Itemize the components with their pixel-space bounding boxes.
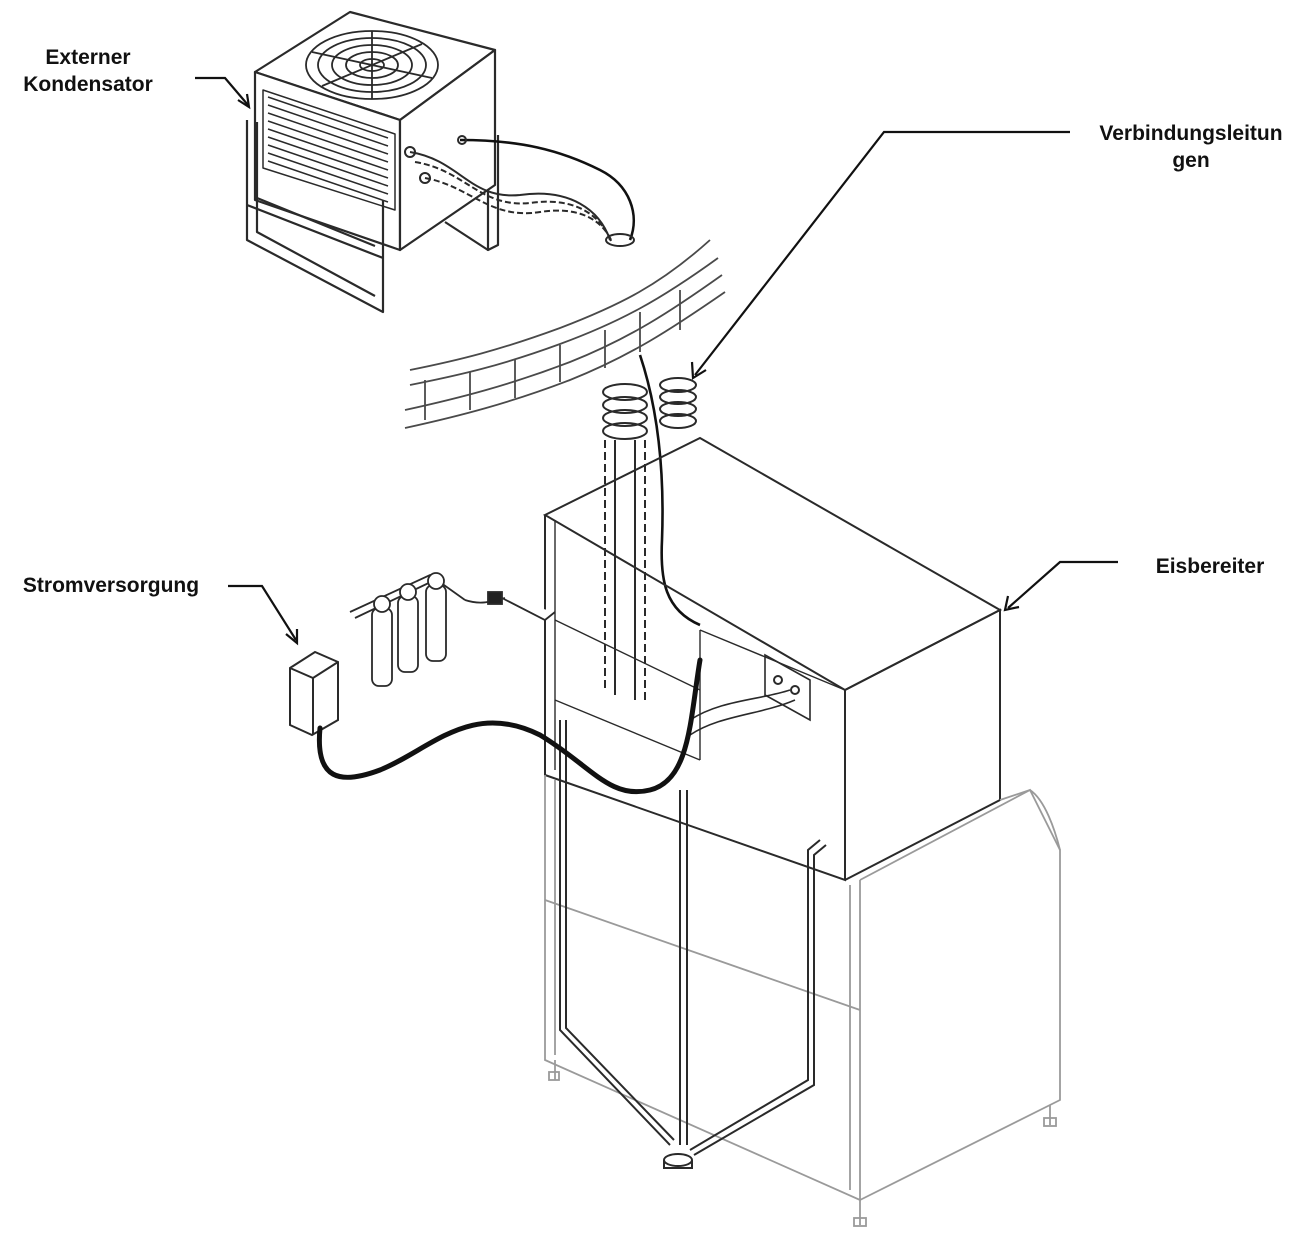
power-cable — [316, 657, 703, 795]
label-ice-maker: Eisbereiter — [1155, 555, 1265, 578]
water-filters — [349, 572, 556, 687]
roof-structure — [404, 239, 726, 429]
label-connection-lines: Verbindungsleitun gen — [1086, 120, 1296, 174]
condenser-refrigerant-lines — [404, 135, 635, 247]
external-condenser — [245, 10, 500, 314]
label-connection-lines-line2: gen — [1172, 149, 1210, 172]
label-connection-lines-line1: Verbindungsleitun — [1099, 122, 1283, 145]
leader-arrows — [195, 76, 1118, 646]
power-supply-box — [289, 650, 339, 737]
label-external-condenser-line2: Kondensator — [23, 73, 153, 96]
fan-guard — [305, 30, 439, 100]
drain-lines — [559, 720, 827, 1169]
label-external-condenser-line1: Externer — [45, 46, 131, 69]
condenser-louvres — [262, 89, 396, 211]
label-external-condenser: Externer Kondensator — [18, 44, 158, 98]
storage-bin — [544, 775, 1061, 1227]
label-power-supply: Stromversorgung — [22, 574, 200, 597]
connection-lines-coils — [602, 354, 701, 700]
ice-maker-unit — [542, 436, 1003, 882]
